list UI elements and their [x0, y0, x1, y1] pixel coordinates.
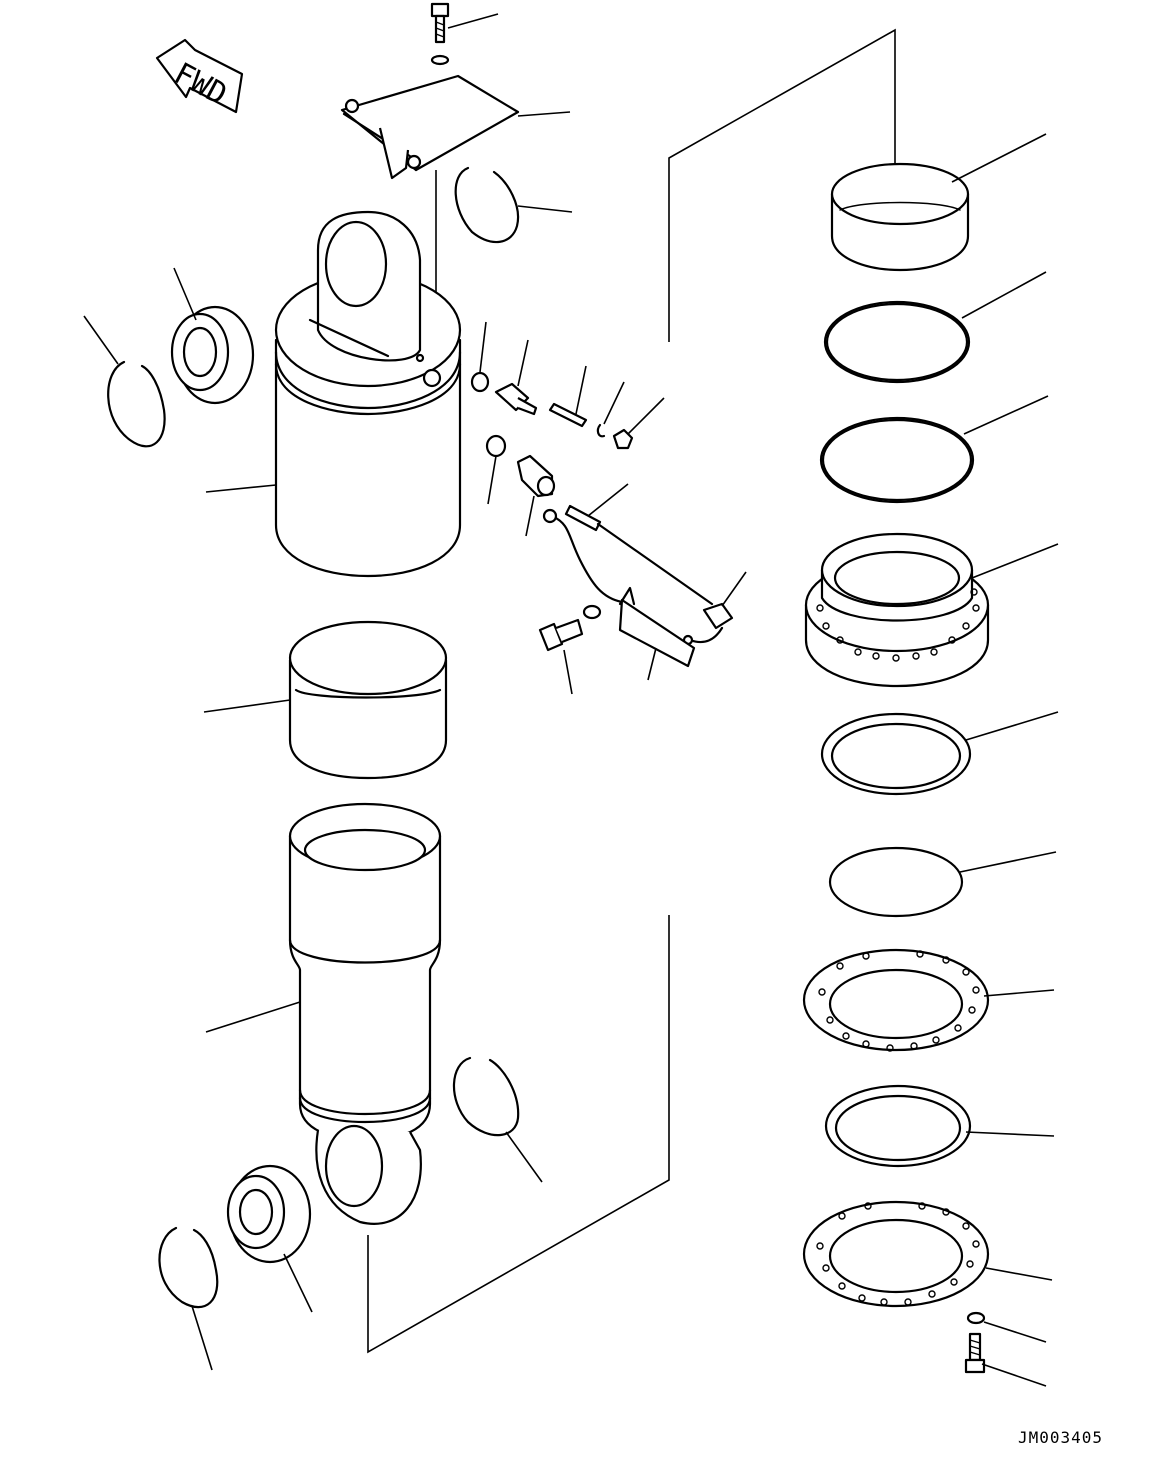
washer-b [485, 434, 507, 458]
snap-ring-lower-left [158, 1226, 219, 1309]
seal-ring-3 [824, 1084, 972, 1168]
o-ring-2-inner [821, 418, 973, 502]
cover-plate [340, 74, 520, 180]
sensor-harness [542, 508, 734, 646]
cap-nut [612, 428, 634, 450]
fwd-arrow-icon: FWD [155, 38, 244, 114]
middle-sleeve [288, 620, 448, 780]
band-ring [830, 162, 970, 272]
lower-bushing [226, 1164, 312, 1264]
top-bolt [430, 2, 450, 44]
washer-a [470, 371, 490, 393]
fitting-b [516, 454, 556, 498]
flanged-housing [804, 532, 990, 688]
connector-small [564, 504, 602, 532]
snap-ring-lower-right [452, 1056, 520, 1137]
upper-bushing [170, 305, 255, 405]
fitting-a [494, 382, 538, 416]
bolt-small-a [548, 402, 588, 428]
o-ring-1-inner [825, 302, 969, 382]
snap-ring-upper [454, 166, 520, 244]
bolt-mid [538, 618, 584, 652]
seal-ring-2 [828, 846, 964, 918]
upper-cylinder [274, 210, 462, 578]
seal-ring-1 [820, 712, 972, 796]
washer-c [582, 604, 602, 620]
snap-ring-upper-left [107, 360, 166, 448]
lower-cylinder [288, 802, 442, 1225]
retainer-plate [802, 1200, 990, 1308]
leader-lines [83, 13, 1059, 1387]
flange-plate [802, 948, 990, 1052]
clamp-bracket [618, 586, 696, 668]
top-washer [430, 54, 450, 66]
lower-washer [966, 1311, 986, 1325]
drawing-id: JM003405 [1018, 1428, 1104, 1447]
pin-a [596, 423, 606, 438]
lower-bolt [964, 1332, 986, 1374]
